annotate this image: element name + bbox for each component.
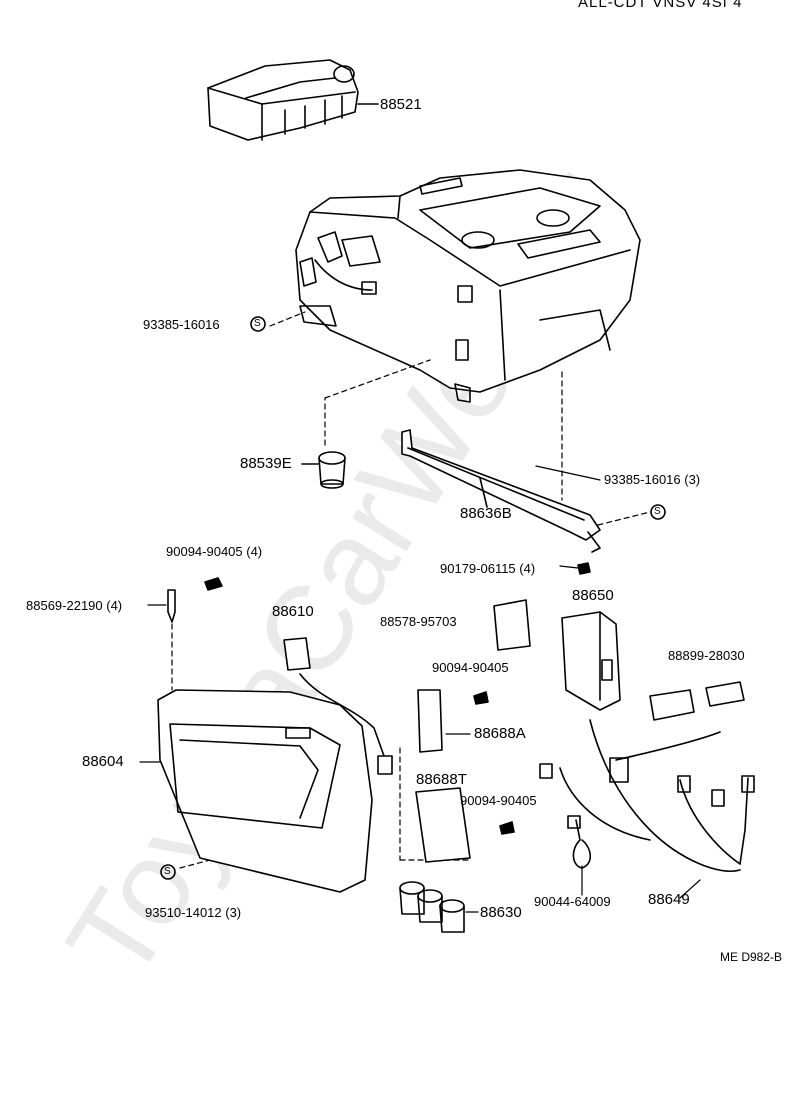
- part-88688A-bracket: [417, 689, 443, 753]
- label-88650: 88650: [572, 587, 614, 604]
- part-88521-box: [207, 59, 379, 141]
- label-88636B: 88636B: [460, 505, 512, 522]
- diagram-code: ME D982-B: [720, 950, 783, 964]
- label-90044-64009: 90044-64009: [534, 894, 611, 909]
- screws: [204, 577, 515, 835]
- s-markers: [160, 316, 666, 880]
- s-symbol-2: S: [654, 506, 661, 517]
- label-88649: 88649: [648, 891, 690, 908]
- label-93385-16016-3: 93385-16016 (3): [604, 472, 701, 487]
- part-88650-module: [561, 611, 621, 711]
- s-symbol-1: S: [254, 318, 261, 329]
- label-88578-95703: 88578-95703: [380, 614, 457, 629]
- part-88539E-knob: [301, 451, 346, 489]
- label-88688A: 88688A: [474, 725, 526, 742]
- part-88636B-bracket: [401, 429, 601, 553]
- label-88604: 88604: [82, 753, 124, 770]
- label-90094-90405-a: 90094-90405: [432, 660, 509, 675]
- label-leader-lines: [139, 465, 701, 913]
- label-90094-90405-4: 90094-90405 (4): [166, 544, 263, 559]
- label-88610: 88610: [272, 603, 314, 620]
- part-88578-card: [493, 599, 531, 651]
- part-88899-connector: [705, 681, 745, 707]
- label-88899-28030: 88899-28030: [668, 648, 745, 663]
- label-88688T: 88688T: [416, 771, 467, 788]
- part-88688T-plate: [415, 787, 471, 863]
- part-88630-bulbs: [399, 881, 465, 933]
- label-90094-90405-b: 90094-90405: [460, 793, 537, 808]
- label-93385-16016: 93385-16016: [143, 317, 220, 332]
- part-88569-clip: [167, 589, 176, 623]
- part-90179-nut: [577, 562, 591, 575]
- part-88604-housing: [157, 689, 373, 893]
- label-88569-22190-4: 88569-22190 (4): [26, 598, 123, 613]
- label-88630: 88630: [480, 904, 522, 921]
- s-symbol-3: S: [164, 866, 171, 877]
- label-93510-14012-3: 93510-14012 (3): [145, 905, 242, 920]
- label-88539E: 88539E: [240, 455, 292, 472]
- page-header-partial: ALL-CDT VNSV 4Sf 4: [578, 0, 743, 11]
- label-88521: 88521: [380, 96, 422, 113]
- console-body: [295, 169, 641, 403]
- part-88649-harness: [539, 689, 755, 872]
- label-90179-06115-4: 90179-06115 (4): [440, 561, 536, 576]
